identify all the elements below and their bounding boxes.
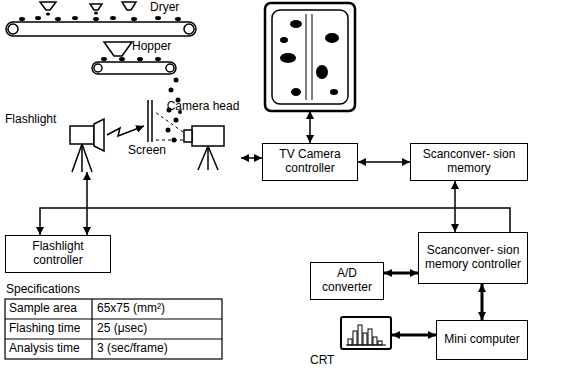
connector-arrow (384, 272, 418, 275)
node-label: CRT (310, 354, 358, 368)
connector-arrow (392, 334, 436, 337)
table-title: Specifications (6, 283, 80, 297)
dryer-conveyor (6, 2, 196, 36)
node-label: Scanconver- sion memory controller (423, 244, 523, 272)
node-label: Camera head (165, 100, 241, 114)
screen (148, 100, 152, 142)
process-box: TV Camera controller (262, 143, 358, 181)
camera-head-figure (155, 112, 224, 170)
process-box: Mini computer (436, 320, 528, 360)
process-box: Scanconver- sion memory (410, 143, 528, 181)
connector-arrow (481, 284, 484, 320)
histogram (342, 318, 390, 348)
connector-arrow (40, 208, 510, 235)
connector-arrow (358, 161, 410, 163)
crt-display: CRT (340, 316, 392, 350)
node-label: A/D converter (315, 267, 379, 295)
table-cell: Analysis time (9, 342, 80, 356)
table-cell: Sample area (9, 302, 77, 316)
connector-arrow (86, 172, 88, 235)
table-cell: 3 (sec/frame) (97, 342, 168, 356)
table-cell: 65x75 (mm²) (97, 302, 165, 316)
node-label: Flashlight (5, 113, 113, 127)
connector-arrow (241, 157, 262, 159)
process-box: Scanconver- sion memory controller (418, 232, 528, 284)
tv-monitor (265, 3, 355, 143)
part-label: Dryer (150, 1, 179, 15)
part-label: Hopper (132, 40, 171, 54)
connector-arrow (454, 181, 456, 232)
node-label: Flashlight controller (10, 240, 106, 268)
node-label: Scanconver- sion memory (415, 148, 523, 176)
spec-table (5, 299, 222, 359)
table-cell: Flashing time (9, 322, 80, 336)
flashlight: Flashlight (5, 113, 113, 172)
table-cell: 25 (μsec) (97, 322, 147, 336)
part-label: Screen (128, 144, 166, 158)
node-label: Mini computer (444, 333, 519, 347)
process-box: A/D converter (310, 262, 384, 300)
node-label: TV Camera controller (267, 148, 353, 176)
process-box: Flashlight controller (5, 235, 111, 273)
camera-head: Camera head (165, 100, 241, 172)
